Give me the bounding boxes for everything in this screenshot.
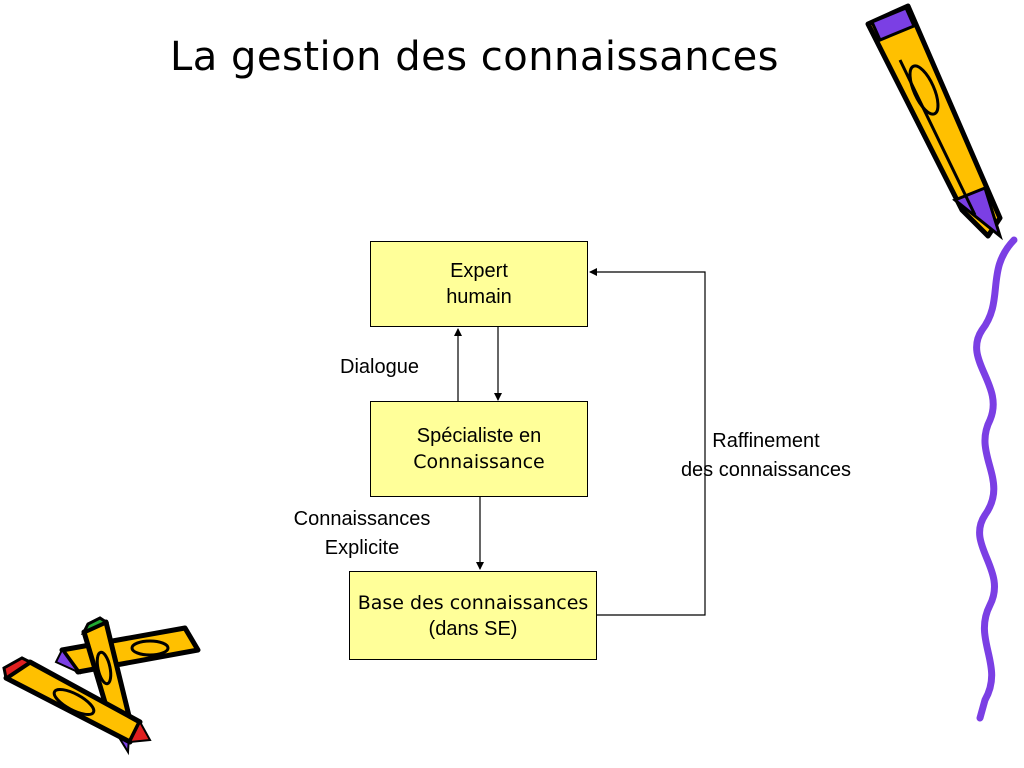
refinement-label: Raffinement des connaissances [652,427,880,485]
expert-box: Expert humain [370,241,588,327]
refinement-line2: des connaissances [680,459,852,481]
expert-line1: Expert [450,260,508,282]
specialist-box: Spécialiste en Connaissance [370,401,588,497]
pencil-icon [54,625,201,675]
dialogue-label: Dialogue [340,356,419,378]
refinement-line1: Raffinement [712,430,820,452]
knowledge-base-box: Base des connaissances (dans SE) [349,571,597,660]
specialist-line1: Spécialiste en [416,425,542,447]
slide-title: La gestion des connaissances [170,34,780,80]
pencil-icon [865,3,1003,241]
wavy-line-decoration [973,236,1018,722]
expert-line2: humain [446,286,512,308]
explicit-label: Connaissances Explicite [272,505,452,563]
arrow-refinement-loop [589,268,706,616]
explicit-line1: Connaissances [293,508,431,530]
specialist-line2: Connaissance [413,451,545,473]
explicit-line2: Explicite [324,537,400,559]
arrows [454,268,706,616]
base-line1: Base des connaissances [357,591,589,614]
base-line2: (dans SE) [428,617,518,640]
pencil-icon [2,656,152,745]
